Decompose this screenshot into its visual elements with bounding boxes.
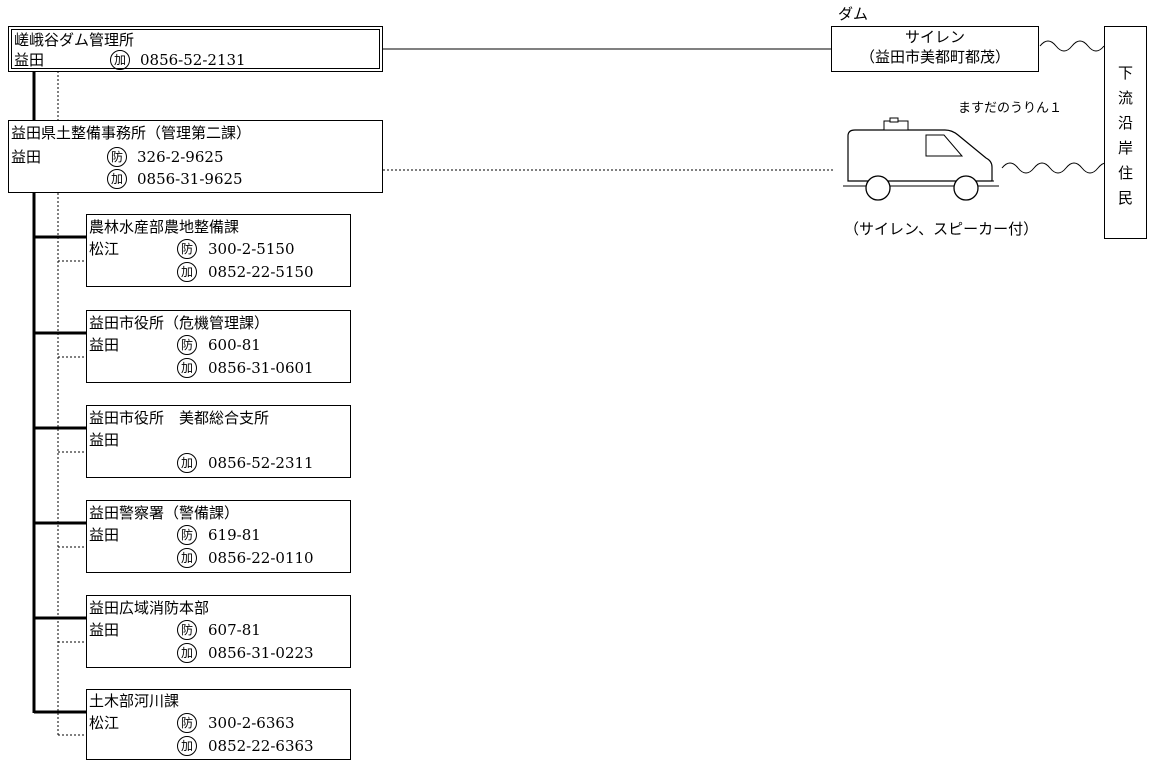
civil-office-radio: 326-2-9625 <box>137 148 224 166</box>
wave-siren-to-residents <box>1039 40 1105 52</box>
contact-location: 益田 <box>89 526 120 544</box>
civil-office-location: 益田 <box>11 148 42 166</box>
contact-box-3: 益田市役所 美都総合支所 益田 加 0856-52-2311 <box>86 405 351 478</box>
contact-name: 益田広域消防本部 <box>89 599 210 617</box>
contact-box-6: 土木部河川課 松江 防 300-2-6363 加 0852-22-6363 <box>86 689 351 760</box>
main-office-name: 嵯峨谷ダム管理所 <box>14 31 135 49</box>
phone-line-icon: 加 <box>177 548 197 568</box>
siren-box: サイレン （益田市美都町都茂） <box>831 26 1039 72</box>
contact-box-2: 益田市役所（危機管理課） 益田 防 600-81 加 0856-31-0601 <box>86 310 351 383</box>
civil-office-box: 益田県土整備事務所（管理第二課） 益田 防 326-2-9625 加 0856-… <box>8 120 383 193</box>
main-office-phone: 0856-52-2131 <box>140 51 246 69</box>
contact-radio: 300-2-5150 <box>208 240 295 258</box>
contact-location: 益田 <box>89 621 120 639</box>
contact-name: 土木部河川課 <box>89 692 180 710</box>
disaster-radio-icon: 防 <box>177 335 197 355</box>
phone-line-icon: 加 <box>177 736 197 756</box>
contact-radio: 300-2-6363 <box>208 714 295 732</box>
contact-phone: 0856-31-0223 <box>208 644 314 662</box>
wave-vehicle-to-residents <box>1001 162 1115 174</box>
phone-line-icon: 加 <box>110 50 130 70</box>
vehicle-caption: （サイレン、スピーカー付） <box>844 220 1039 238</box>
main-office-box: 嵯峨谷ダム管理所 益田 加 0856-52-2131 <box>8 26 383 72</box>
contact-phone: 0852-22-5150 <box>208 263 314 281</box>
vehicle-icon <box>843 117 999 201</box>
contact-location: 松江 <box>89 240 120 258</box>
contact-box-5: 益田広域消防本部 益田 防 607-81 加 0856-31-0223 <box>86 595 351 668</box>
contact-radio: 600-81 <box>208 336 261 354</box>
phone-line-icon: 加 <box>177 358 197 378</box>
phone-line-icon: 加 <box>107 169 127 189</box>
contact-name: 益田市役所（危機管理課） <box>89 314 270 332</box>
contact-location: 益田 <box>89 336 120 354</box>
vehicle-name: ますだのうりん１ <box>958 101 1063 116</box>
phone-line-icon: 加 <box>177 262 197 282</box>
contact-name: 益田市役所 美都総合支所 <box>89 409 270 427</box>
phone-line-icon: 加 <box>177 453 197 473</box>
contact-location: 松江 <box>89 714 120 732</box>
residents-label: 下流沿岸住民 <box>1118 64 1134 207</box>
main-office-location: 益田 <box>14 51 45 69</box>
contact-box-1: 農林水産部農地整備課 松江 防 300-2-5150 加 0852-22-515… <box>86 214 351 287</box>
contact-phone: 0856-22-0110 <box>208 549 314 567</box>
siren-location: （益田市美都町都茂） <box>859 48 1010 66</box>
siren-label: サイレン <box>904 28 965 46</box>
disaster-radio-icon: 防 <box>107 147 127 167</box>
contact-phone: 0856-31-0601 <box>208 359 314 377</box>
contact-phone: 0856-52-2311 <box>208 454 314 472</box>
contact-location: 益田 <box>89 431 120 449</box>
disaster-radio-icon: 防 <box>177 239 197 259</box>
residents-box: 下流沿岸住民 <box>1104 26 1147 239</box>
contact-radio: 607-81 <box>208 621 261 639</box>
contact-box-4: 益田警察署（警備課） 益田 防 619-81 加 0856-22-0110 <box>86 500 351 573</box>
contact-name: 農林水産部農地整備課 <box>89 218 240 236</box>
disaster-radio-icon: 防 <box>177 620 197 640</box>
phone-line-icon: 加 <box>177 643 197 663</box>
civil-office-name: 益田県土整備事務所（管理第二課） <box>11 124 252 142</box>
disaster-radio-icon: 防 <box>177 713 197 733</box>
contact-phone: 0852-22-6363 <box>208 737 314 755</box>
contact-radio: 619-81 <box>208 526 261 544</box>
civil-office-phone: 0856-31-9625 <box>137 170 243 188</box>
disaster-radio-icon: 防 <box>177 525 197 545</box>
contact-name: 益田警察署（警備課） <box>89 504 240 522</box>
dam-label: ダム <box>838 5 869 23</box>
